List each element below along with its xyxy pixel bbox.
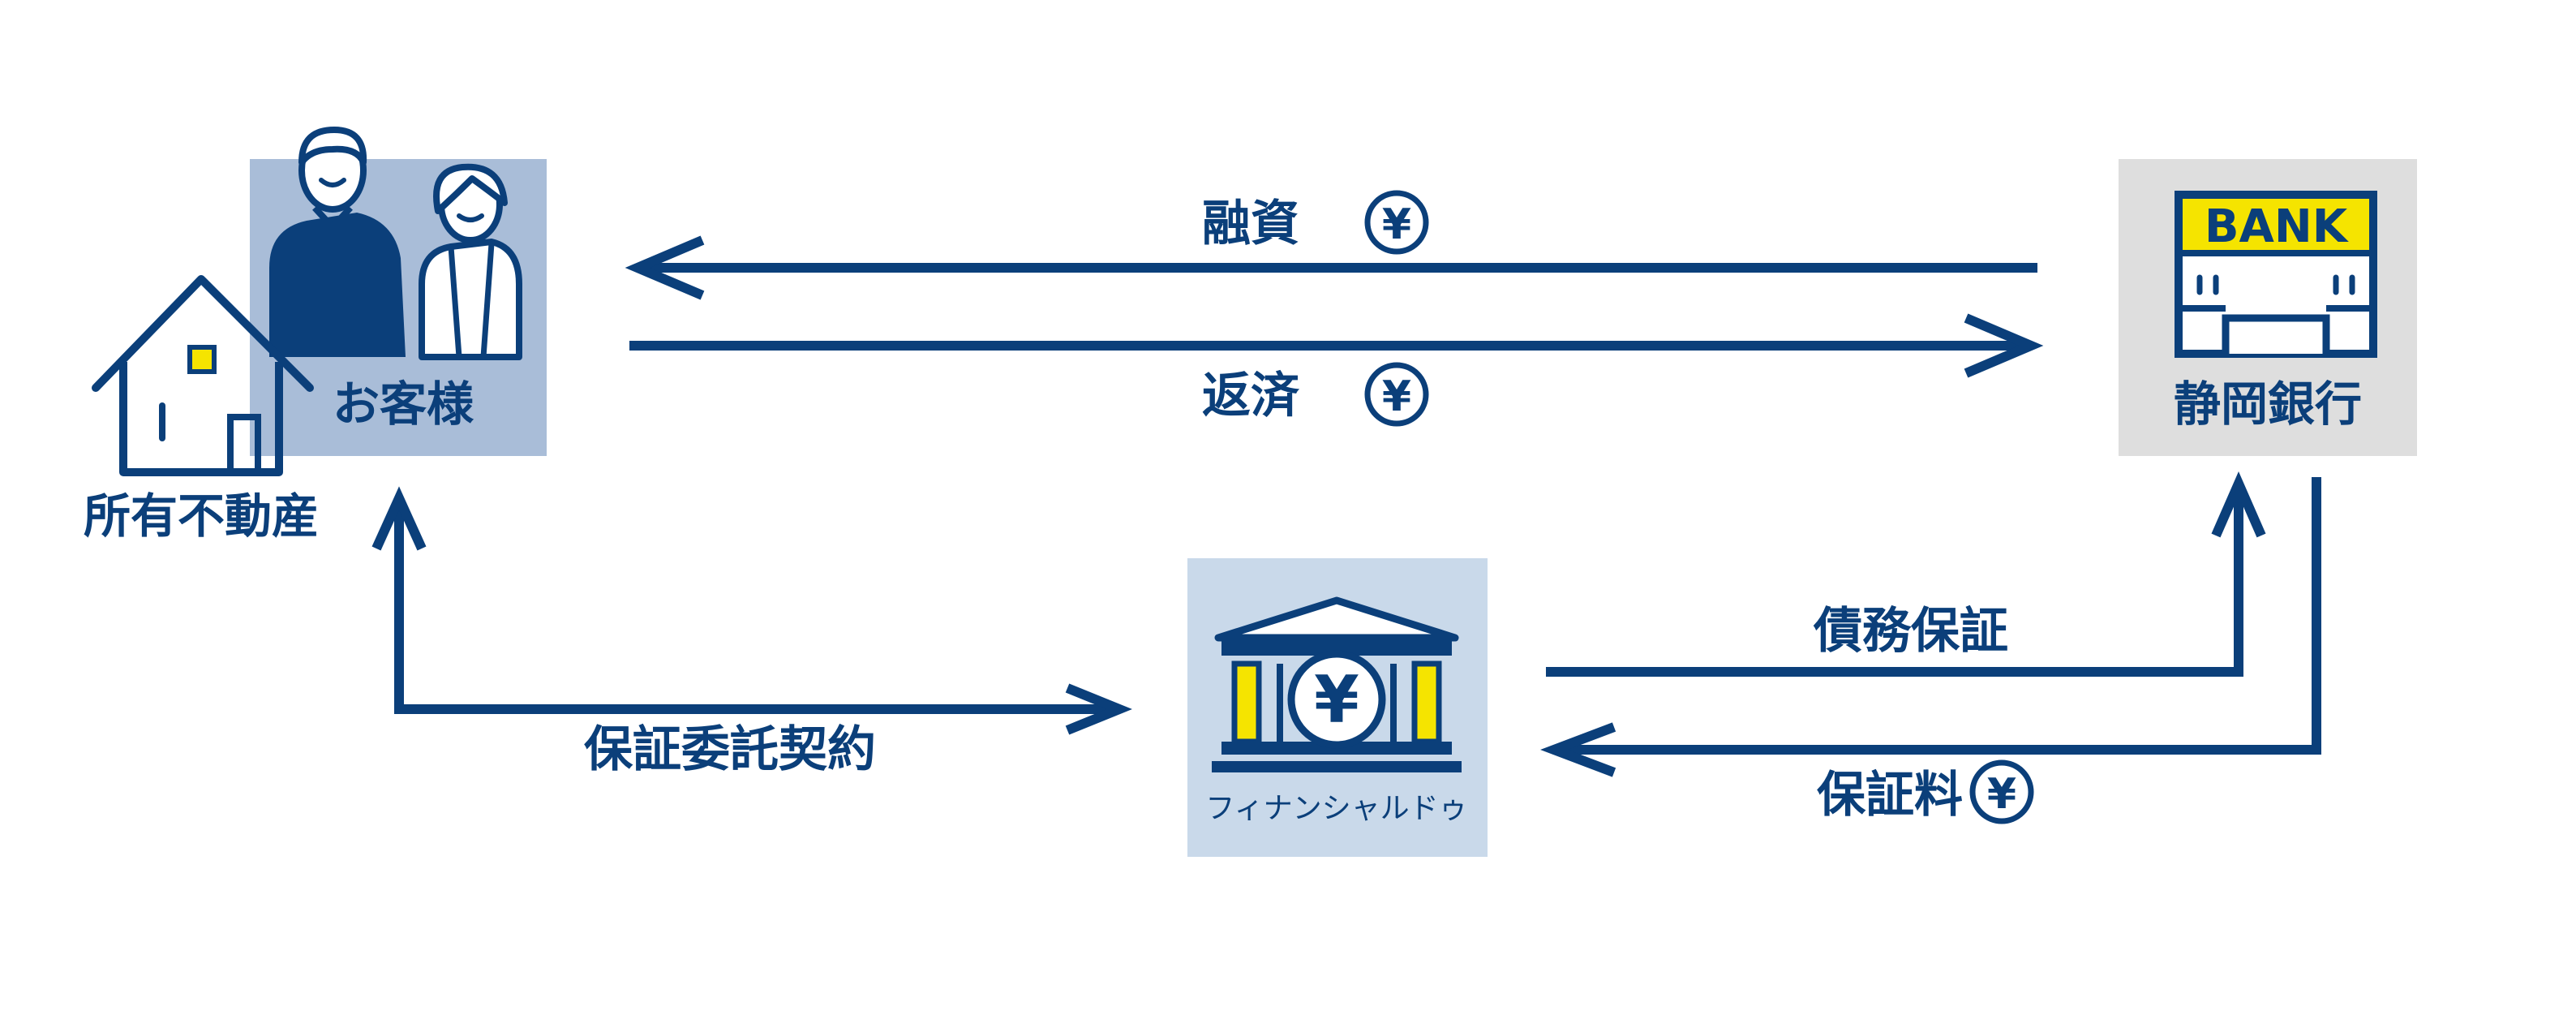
repayment-yen-icon: ¥ [1364, 362, 1429, 427]
customer-node: お客様 [250, 127, 547, 456]
guarantor-label: フィナンシャルドゥ [1205, 792, 1467, 825]
guarantor-node: ¥ フィナンシャルドゥ [1187, 558, 1488, 857]
woman-icon [419, 163, 522, 360]
guarantee-fee-arrow [1540, 477, 2321, 777]
customer-label: お客様 [333, 376, 474, 432]
debt-guarantee-label: 債務保証 [1813, 603, 2008, 660]
repayment-label: 返済 [1202, 368, 1300, 424]
institution-building-icon: ¥ [1212, 596, 1462, 772]
institution-yen-symbol: ¥ [1314, 662, 1359, 738]
loan-label: 融資 [1202, 196, 1299, 252]
bank-label: 静岡銀行 [2174, 376, 2362, 432]
svg-text:¥: ¥ [1987, 770, 2016, 819]
bank-building-icon: BANK [2175, 191, 2377, 358]
guarantee-contract-label: 保証委託契約 [584, 721, 876, 778]
man-icon [269, 127, 406, 357]
bank-sign: BANK [2205, 200, 2350, 253]
svg-text:¥: ¥ [1382, 372, 1411, 421]
loan-arrow [625, 235, 2037, 300]
svg-text:¥: ¥ [1382, 200, 1411, 249]
repayment-arrow [629, 313, 2044, 378]
guarantee-contract-arrow [371, 486, 1132, 735]
guarantee-fee-label: 保証料 [1817, 767, 1963, 824]
guarantee-fee-yen-icon: ¥ [1969, 759, 2034, 824]
loan-yen-icon: ¥ [1364, 190, 1429, 255]
property-label: 所有不動産 [84, 488, 319, 544]
bank-node: BANK 静岡銀行 [2119, 159, 2417, 456]
debt-guarantee-arrow [1546, 471, 2266, 677]
house-icon [92, 275, 314, 476]
